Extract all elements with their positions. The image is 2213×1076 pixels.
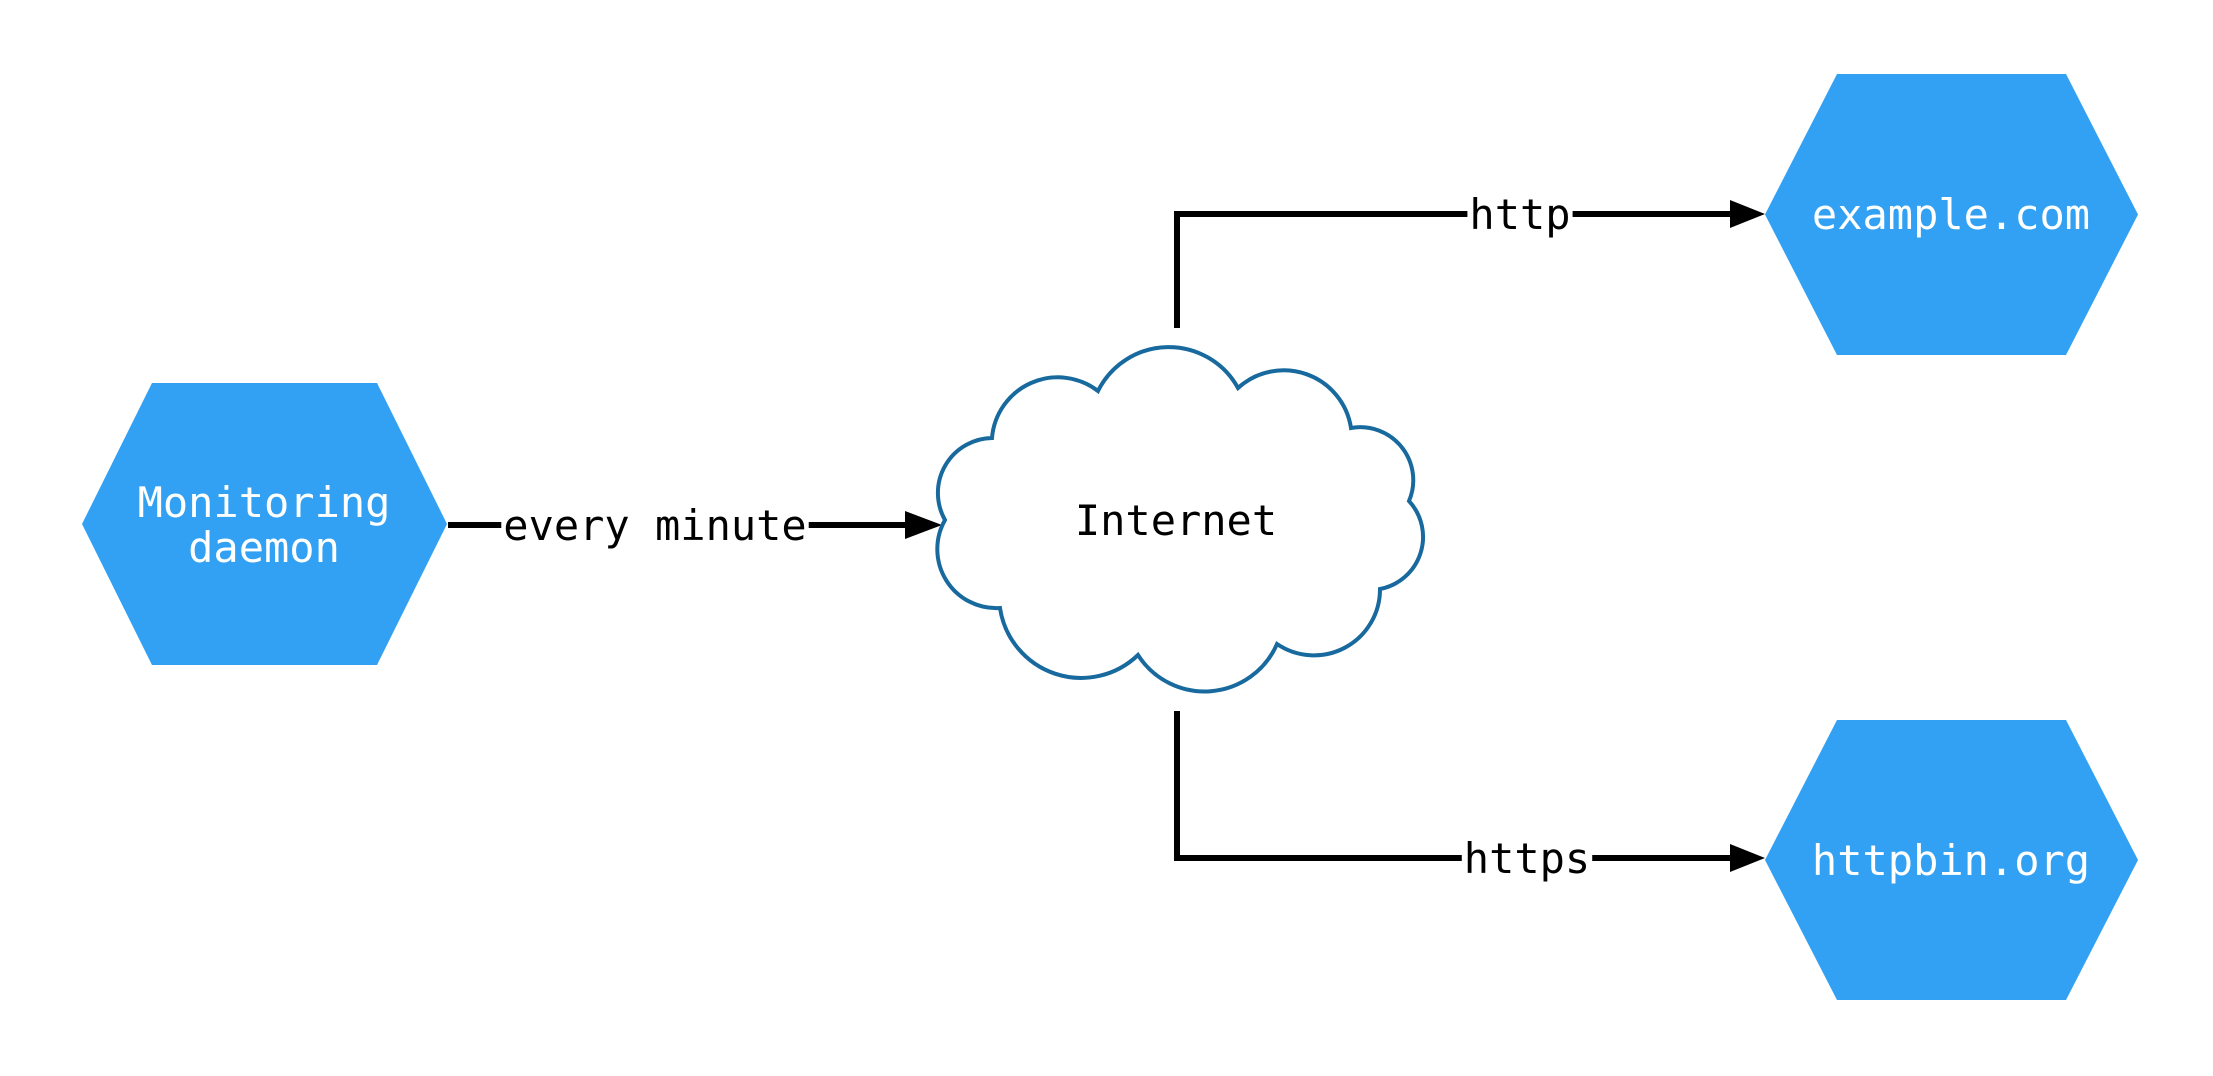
edge-line-https	[1174, 711, 1732, 861]
hexagon-shape	[82, 383, 447, 665]
edge-internet-to-httpbin-org: https	[1174, 711, 1765, 883]
node-label-httpbin-org: httpbin.org	[1812, 836, 2090, 885]
node-label-monitoring: Monitoring	[138, 478, 391, 527]
arrowhead-icon	[1730, 844, 1765, 872]
edge-line-http	[1174, 211, 1732, 328]
edge-label-https: https	[1464, 834, 1590, 883]
node-example-com: example.com	[1765, 74, 2138, 355]
node-httpbin-org: httpbin.org	[1765, 720, 2138, 1000]
edge-label-every-minute: every minute	[503, 501, 806, 550]
arrowhead-icon	[905, 511, 942, 539]
edge-label-background	[1467, 190, 1573, 239]
cloud-shape	[935, 345, 1426, 694]
node-label-daemon: daemon	[188, 523, 340, 572]
edge-internet-to-example-com: http	[1174, 190, 1765, 328]
hexagon-shape	[1765, 74, 2138, 355]
arrowhead-icon	[1730, 200, 1765, 228]
edge-label-background	[1461, 834, 1593, 883]
edge-monitoring-to-internet: every minute	[448, 501, 942, 550]
node-internet: Internet	[935, 345, 1426, 694]
node-label-internet: Internet	[1075, 496, 1277, 545]
hexagon-shape	[1765, 720, 2138, 1000]
edge-label-http: http	[1469, 190, 1570, 239]
node-label-example-com: example.com	[1812, 190, 2090, 239]
edge-label-background	[501, 501, 809, 550]
node-monitoring-daemon: Monitoring daemon	[82, 383, 447, 665]
